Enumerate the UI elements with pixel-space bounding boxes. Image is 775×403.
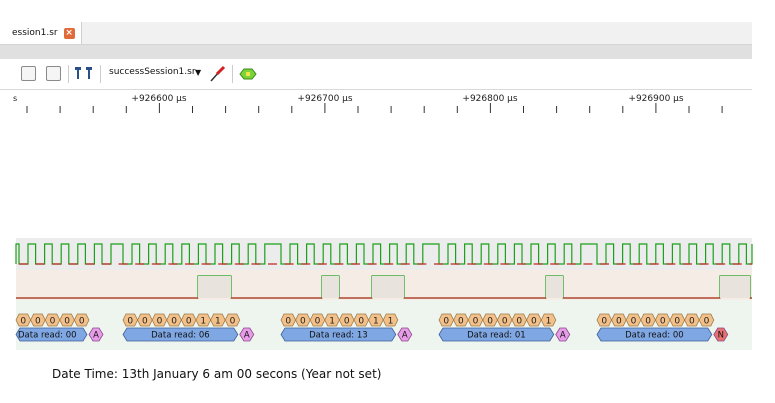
data-read-label: Data read: 13 bbox=[309, 331, 368, 341]
data-read-label: Data read: 00 bbox=[18, 331, 77, 341]
data-high-pulse bbox=[198, 276, 231, 298]
toolbar-divider bbox=[100, 65, 101, 83]
bit-value: 0 bbox=[704, 317, 710, 327]
bit-value: 0 bbox=[645, 317, 651, 327]
ack-label: A bbox=[560, 331, 566, 341]
red-probe-icon[interactable] bbox=[207, 64, 227, 84]
bit-value: 0 bbox=[443, 317, 449, 327]
bit-value: 0 bbox=[601, 317, 607, 327]
bit-value: 0 bbox=[516, 317, 522, 327]
data-high-pulse bbox=[322, 276, 339, 298]
bit-value: 0 bbox=[487, 317, 493, 327]
time-ruler[interactable]: s +926600 µs +926700 µs +926800 µs +926900 µ… bbox=[0, 89, 775, 119]
bit-value: 0 bbox=[315, 317, 321, 327]
toolbar: successSession1.sr ▼ bbox=[0, 59, 752, 90]
data-read-label: Data read: 01 bbox=[467, 331, 526, 341]
bit-value: 0 bbox=[64, 317, 70, 327]
bit-value: 0 bbox=[616, 317, 622, 327]
ack-label: A bbox=[402, 331, 408, 341]
ruler-label: +926700 µs bbox=[297, 94, 352, 104]
bit-value: 0 bbox=[157, 317, 163, 327]
bit-value: 0 bbox=[127, 317, 133, 327]
data-read-annotation[interactable] bbox=[596, 327, 713, 342]
ack-label: N bbox=[718, 331, 724, 341]
footer-caption: Date Time: 13th January 6 am 00 secons (… bbox=[52, 367, 382, 381]
bit-value: 0 bbox=[230, 317, 236, 327]
bit-value: 1 bbox=[388, 317, 394, 327]
data-high-pulse bbox=[720, 276, 750, 298]
data-read-annotation[interactable] bbox=[122, 327, 239, 342]
session-selector[interactable]: successSession1.sr bbox=[109, 67, 196, 77]
window-top-area bbox=[0, 0, 775, 22]
toolbar-divider bbox=[232, 65, 233, 83]
window-icon[interactable] bbox=[21, 66, 36, 81]
bit-cell[interactable] bbox=[698, 313, 715, 327]
data-read-annotation[interactable] bbox=[280, 327, 397, 342]
bit-cell[interactable] bbox=[224, 313, 241, 327]
bit-value: 0 bbox=[631, 317, 637, 327]
toolbar-divider bbox=[68, 65, 69, 83]
ack-annotation[interactable] bbox=[555, 327, 571, 342]
bit-value: 0 bbox=[285, 317, 291, 327]
dropdown-arrow-icon[interactable]: ▼ bbox=[195, 68, 202, 77]
ack-annotation[interactable] bbox=[88, 327, 104, 342]
bit-value: 0 bbox=[35, 317, 41, 327]
bit-value: 0 bbox=[186, 317, 192, 327]
bit-value: 1 bbox=[215, 317, 221, 327]
ack-annotation[interactable] bbox=[239, 327, 255, 342]
toolbar-separator-strip bbox=[0, 45, 752, 59]
ack-annotation[interactable] bbox=[397, 327, 413, 342]
bit-value: 0 bbox=[458, 317, 464, 327]
tab-label: ession1.sr bbox=[12, 28, 58, 38]
ack-label: A bbox=[244, 331, 250, 341]
bit-value: 1 bbox=[546, 317, 552, 327]
bit-cell[interactable] bbox=[382, 313, 399, 327]
data-read-label: Data read: 00 bbox=[625, 331, 684, 341]
ruler-start-label: s bbox=[13, 94, 17, 103]
ack-label: A bbox=[93, 331, 99, 341]
bit-value: 0 bbox=[344, 317, 350, 327]
ruler-label: +926900 µs bbox=[628, 94, 683, 104]
bit-value: 0 bbox=[142, 317, 148, 327]
nack-annotation[interactable] bbox=[713, 327, 729, 342]
tab-bar: ession1.sr × bbox=[0, 22, 752, 45]
data-read-label: Data read: 06 bbox=[151, 331, 210, 341]
bit-value: 0 bbox=[50, 317, 56, 327]
ruler-label: +926800 µs bbox=[462, 94, 517, 104]
bit-cell[interactable] bbox=[73, 313, 90, 327]
tab-session[interactable]: ession1.sr × bbox=[0, 22, 82, 44]
bit-value: 1 bbox=[373, 317, 379, 327]
bit-value: 0 bbox=[358, 317, 364, 327]
bit-value: 0 bbox=[473, 317, 479, 327]
bit-value: 0 bbox=[300, 317, 306, 327]
bit-value: 1 bbox=[329, 317, 335, 327]
cursor-markers-icon[interactable] bbox=[74, 66, 94, 82]
close-icon[interactable]: × bbox=[63, 27, 75, 39]
ruler-label: +926600 µs bbox=[131, 94, 186, 104]
bit-value: 0 bbox=[79, 317, 85, 327]
bit-value: 0 bbox=[171, 317, 177, 327]
bit-cell[interactable] bbox=[540, 313, 557, 327]
green-decoder-icon[interactable] bbox=[238, 68, 258, 80]
bit-value: 1 bbox=[200, 317, 206, 327]
data-read-annotation[interactable] bbox=[438, 327, 555, 342]
bit-value: 0 bbox=[674, 317, 680, 327]
bit-value: 0 bbox=[20, 317, 26, 327]
grid-icon[interactable] bbox=[46, 66, 61, 81]
data-read-annotation[interactable] bbox=[15, 327, 88, 342]
clock-channel-background bbox=[16, 238, 752, 270]
data-high-pulse bbox=[372, 276, 404, 298]
bit-value: 0 bbox=[660, 317, 666, 327]
data-high-pulse bbox=[546, 276, 563, 298]
bit-value: 0 bbox=[689, 317, 695, 327]
bit-value: 0 bbox=[531, 317, 537, 327]
bit-value: 0 bbox=[502, 317, 508, 327]
